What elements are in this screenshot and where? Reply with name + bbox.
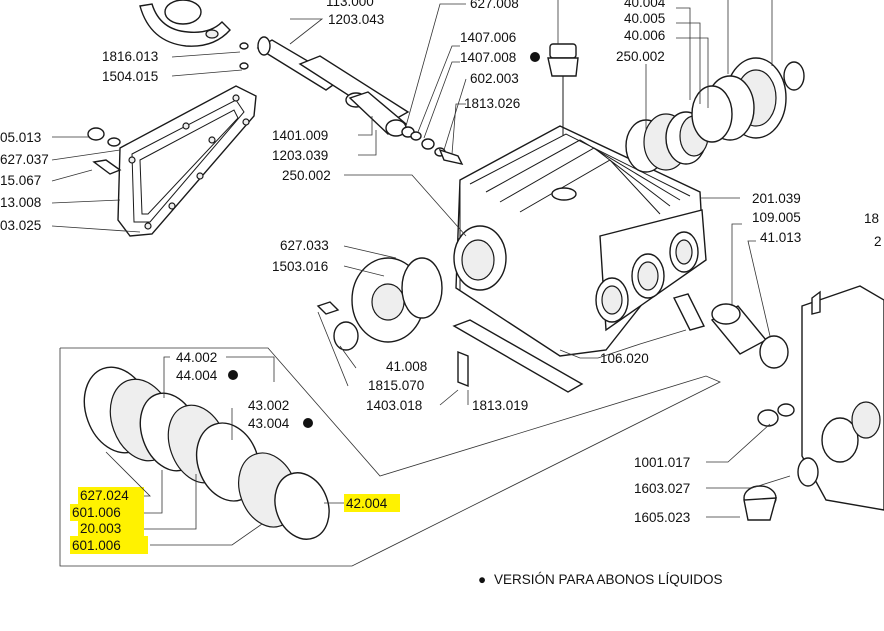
label-44-002: 44.002	[176, 350, 217, 365]
label-1815-070: 1815.070	[368, 378, 424, 393]
label-250-002: 250.002	[282, 168, 331, 183]
label-40-004: 40.004	[624, 0, 666, 10]
bearing-cover	[691, 57, 805, 143]
highlight-601-006-a	[70, 504, 144, 521]
label-627-024: 627.024	[80, 488, 129, 503]
label-2: 2	[874, 234, 882, 249]
pump-head	[743, 285, 884, 521]
label-1401-009: 1401.009	[272, 128, 328, 143]
oil-plug	[547, 43, 579, 136]
rear-cover-plate	[87, 85, 257, 237]
label-41-013: 41.013	[760, 230, 801, 245]
connecting-rod	[139, 0, 231, 47]
label-1503-016: 1503.016	[272, 259, 328, 274]
footnote-text: VERSIÓN PARA ABONOS LÍQUIDOS	[494, 572, 723, 587]
liquid-version-bullet-1407-008	[530, 52, 540, 62]
label-601-006-a: 601.006	[72, 505, 121, 520]
label-1203-043: 1203.043	[328, 12, 384, 27]
label-1813-026: 1813.026	[464, 96, 520, 111]
label-1203-039: 1203.039	[272, 148, 328, 163]
label-627-037: 627.037	[0, 152, 49, 167]
label-1407-008: 1407.008	[460, 50, 516, 65]
label-109-005: 109.005	[752, 210, 801, 225]
label-602-003: 602.003	[470, 71, 519, 86]
label-250-002-top: 250.002	[616, 49, 665, 64]
label-1504-015: 1504.015	[102, 69, 158, 84]
highlight-20-003	[78, 520, 144, 536]
piston-rod-assembly	[239, 36, 464, 166]
packing-detail	[83, 366, 330, 540]
side-bearing-cover	[316, 257, 443, 351]
base-rail	[452, 293, 706, 393]
label-40-006: 40.006	[624, 28, 665, 43]
liquid-version-bullet-43-004	[303, 418, 313, 428]
label-1407-006: 1407.006	[460, 30, 516, 45]
label-1813-019: 1813.019	[472, 398, 528, 413]
highlight-601-006-b	[70, 536, 148, 554]
label-1816-013: 1816.013	[102, 49, 158, 64]
label-43-004: 43.004	[248, 416, 290, 431]
label-44-004: 44.004	[176, 368, 218, 383]
label-42-004: 42.004	[346, 496, 388, 511]
label-1001-017: 1001.017	[634, 455, 690, 470]
label-1403-018: 1403.018	[366, 398, 422, 413]
label-627-033: 627.033	[280, 238, 329, 253]
plunger-sleeve	[710, 303, 789, 369]
liquid-version-bullet-44-004	[228, 370, 238, 380]
label-113-000: 113.000	[326, 0, 374, 9]
label-20-003: 20.003	[80, 521, 121, 536]
footnote: ● VERSIÓN PARA ABONOS LÍQUIDOS	[478, 572, 723, 587]
label-03-025: 03.025	[0, 218, 41, 233]
label-43-002: 43.002	[248, 398, 289, 413]
highlight-42-004	[344, 494, 400, 512]
label-627-008: 627.008	[470, 0, 519, 11]
label-13-008: 13.008	[0, 195, 41, 210]
label-1603-027: 1603.027	[634, 481, 690, 496]
label-05-013: 05.013	[0, 130, 41, 145]
footnote-bullet: ●	[478, 572, 486, 587]
highlight-627-024	[78, 487, 144, 504]
packing-inset-frame	[59, 347, 721, 567]
leader-lines	[51, 0, 791, 546]
label-highlights	[70, 487, 400, 554]
label-18: 18	[864, 211, 879, 226]
label-106-020: 106.020	[600, 351, 649, 366]
label-15-067: 15.067	[0, 173, 41, 188]
label-40-005: 40.005	[624, 11, 665, 26]
label-41-008: 41.008	[386, 359, 427, 374]
label-601-006-b: 601.006	[72, 538, 121, 553]
pump-housing	[453, 111, 709, 357]
label-201-039: 201.039	[752, 191, 801, 206]
label-1605-023: 1605.023	[634, 510, 690, 525]
part-labels: 113.000 1203.043 627.008 40.004 40.005 4…	[0, 0, 882, 553]
